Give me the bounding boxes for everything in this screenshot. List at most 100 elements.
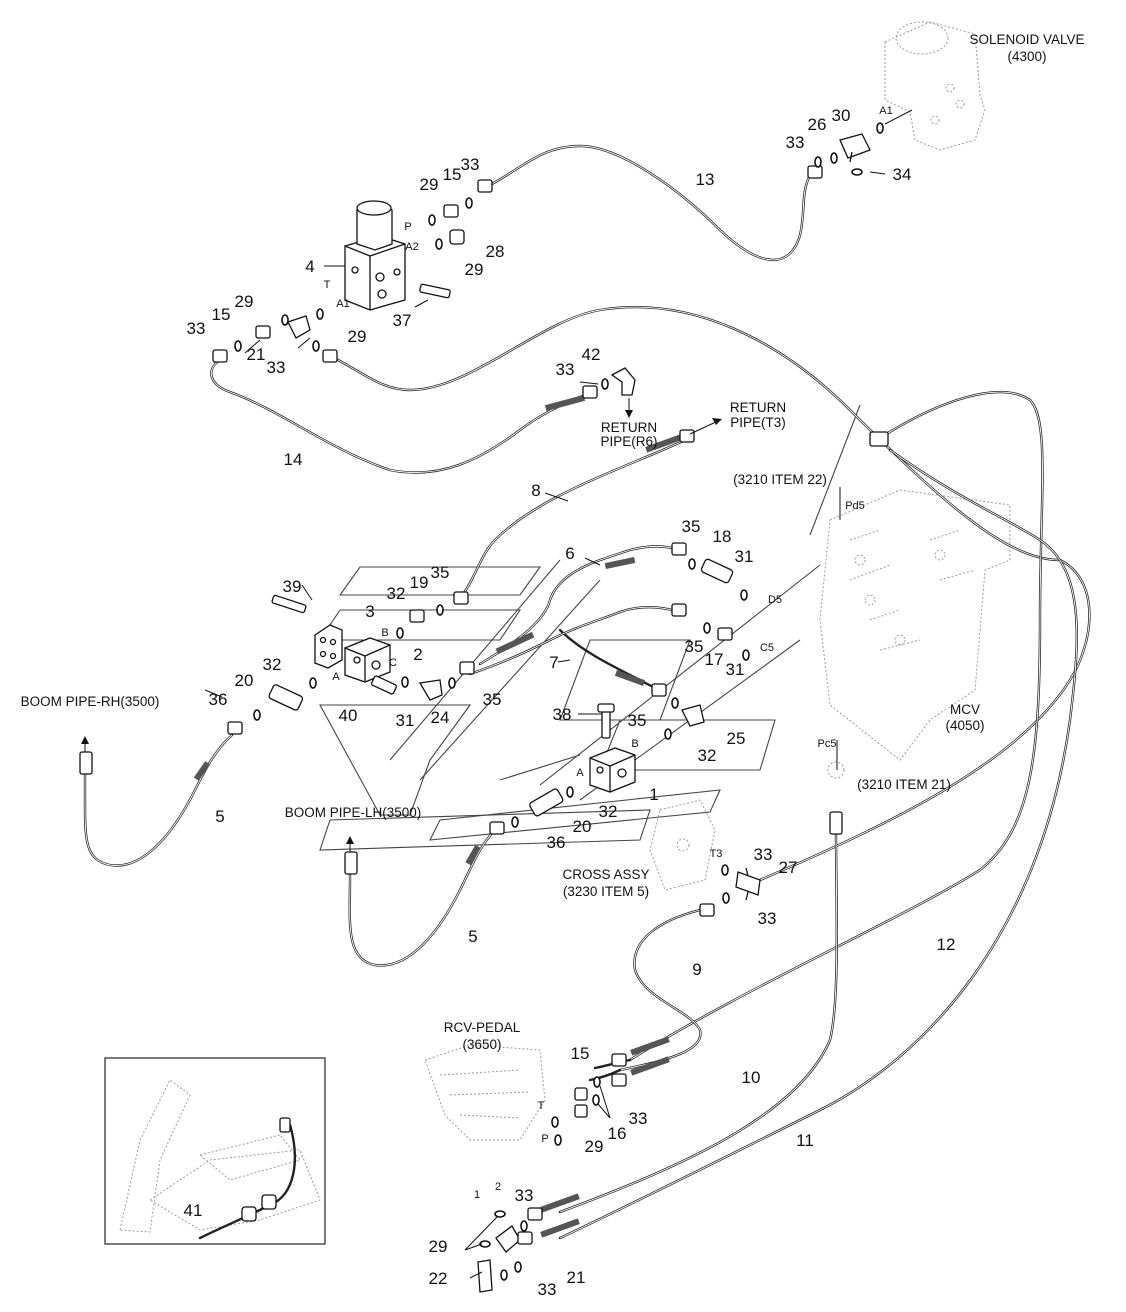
callout-11: 11 [796, 1131, 814, 1150]
hose-12 [628, 390, 1044, 1062]
callout-32c: 32 [698, 746, 717, 765]
hose-5-rh [83, 733, 234, 867]
callout-32a: 32 [387, 584, 406, 603]
label-boom-pipe-rh: BOOM PIPE-RH(3500) [21, 694, 160, 709]
check-valve-18 [700, 558, 734, 584]
label-3210-item21: (3210 ITEM 21) [857, 777, 951, 792]
callout-13: 13 [696, 170, 715, 189]
port-t-pedal: T [538, 1100, 545, 1112]
callout-34: 34 [893, 165, 912, 184]
callout-3: 3 [365, 602, 374, 621]
label-return-pipe-t3-1: RETURN [730, 400, 786, 415]
port-c5: C5 [760, 642, 774, 654]
elbow-21-lower [495, 1225, 521, 1253]
label-cross-assy-1: CROSS ASSY [562, 867, 649, 882]
callout-14: 14 [284, 450, 303, 469]
port-c-block2: C [389, 657, 397, 669]
callout-21a: 21 [247, 345, 266, 364]
callout-12: 12 [937, 935, 956, 954]
bracket-3 [314, 624, 343, 669]
straight-connectors [255, 204, 733, 1118]
callout-36b: 36 [547, 833, 566, 852]
callout-35a: 35 [682, 517, 701, 536]
callout-17: 17 [705, 650, 724, 669]
callout-2: 2 [413, 645, 422, 664]
callout-29e: 29 [585, 1137, 604, 1156]
label-rcv-pedal-ref: (3650) [462, 1037, 501, 1052]
bolt-39 [271, 594, 307, 614]
callout-9: 9 [692, 960, 701, 979]
callout-41: 41 [184, 1201, 203, 1220]
callout-29f: 29 [429, 1237, 448, 1256]
label-solenoid-valve-ref: (4300) [1007, 49, 1046, 64]
port-two: 2 [495, 1181, 501, 1193]
callout-8: 8 [531, 481, 540, 500]
block-2 [344, 637, 391, 683]
label-mcv-ref: (4050) [945, 718, 984, 733]
callout-39: 39 [283, 577, 302, 596]
callout-31a: 31 [735, 547, 754, 566]
callout-7: 7 [549, 653, 558, 672]
callout-1: 1 [649, 785, 658, 804]
hose-10 [558, 828, 838, 1214]
text-labels: SOLENOID VALVE (4300) RETURN PIPE(T3) RE… [21, 32, 1085, 1052]
callout-33c: 33 [187, 319, 206, 338]
callout-33d: 33 [267, 358, 286, 377]
callout-27: 27 [779, 858, 798, 877]
elbow-24 [418, 679, 443, 701]
callout-5b: 5 [468, 927, 477, 946]
callout-18: 18 [713, 527, 732, 546]
solenoid-valve-4300-outline [884, 21, 986, 151]
check-valve-20-lower [529, 788, 564, 817]
label-cross-assy-2: (3230 ITEM 5) [563, 884, 649, 899]
callout-31b: 31 [726, 660, 745, 679]
callout-29d: 29 [348, 327, 367, 346]
label-solenoid-valve: SOLENOID VALVE [969, 32, 1084, 47]
port-a1: A1 [336, 298, 349, 310]
elbow-21-upper [287, 315, 311, 339]
callout-30: 30 [832, 106, 851, 125]
hose-fittings [79, 165, 889, 1245]
callout-16: 16 [608, 1124, 627, 1143]
label-rcv-pedal: RCV-PEDAL [444, 1020, 521, 1035]
callout-29b: 29 [465, 260, 484, 279]
adapter-40 [371, 675, 397, 695]
hose-long-to-mcv [328, 305, 1091, 882]
label-return-pipe-r6-2: PIPE(R6) [600, 434, 657, 449]
cross-assy-outline [649, 799, 716, 891]
port-a1-top: A1 [879, 105, 892, 117]
callout-20b: 20 [573, 817, 592, 836]
callout-33i: 33 [515, 1186, 534, 1205]
check-valve-20-upper [268, 684, 304, 711]
label-return-pipe-t3-2: PIPE(T3) [730, 415, 786, 430]
port-b-block2: B [381, 627, 388, 639]
callout-28: 28 [486, 242, 505, 261]
label-mcv: MCV [950, 702, 980, 717]
callout-35c: 35 [685, 637, 704, 656]
callout-40: 40 [339, 706, 358, 725]
port-a-block2: A [332, 671, 340, 683]
callout-35b: 35 [431, 563, 450, 582]
port-a-block1: A [576, 767, 584, 779]
callout-33g: 33 [758, 909, 777, 928]
port-pc5: Pc5 [818, 738, 837, 750]
callout-15b: 15 [212, 305, 231, 324]
hose-9 [618, 908, 702, 1072]
elbow-42 [610, 367, 636, 396]
callout-42: 42 [582, 345, 601, 364]
callout-36a: 36 [209, 690, 228, 709]
part-callouts: 30 26 33 34 13 15 33 29 28 29 4 37 29 15… [184, 106, 956, 1299]
callout-19: 19 [410, 573, 429, 592]
hose-11 [558, 448, 1078, 1240]
callout-25: 25 [727, 729, 746, 748]
callout-24: 24 [431, 708, 450, 727]
callout-35d: 35 [483, 690, 502, 709]
callout-22: 22 [429, 1269, 448, 1288]
callout-33b: 33 [461, 155, 480, 174]
callout-33j: 33 [538, 1280, 557, 1299]
elbow-22 [477, 1259, 493, 1293]
port-d5: D5 [768, 594, 782, 606]
callout-6: 6 [565, 544, 574, 563]
callout-33e: 33 [556, 360, 575, 379]
